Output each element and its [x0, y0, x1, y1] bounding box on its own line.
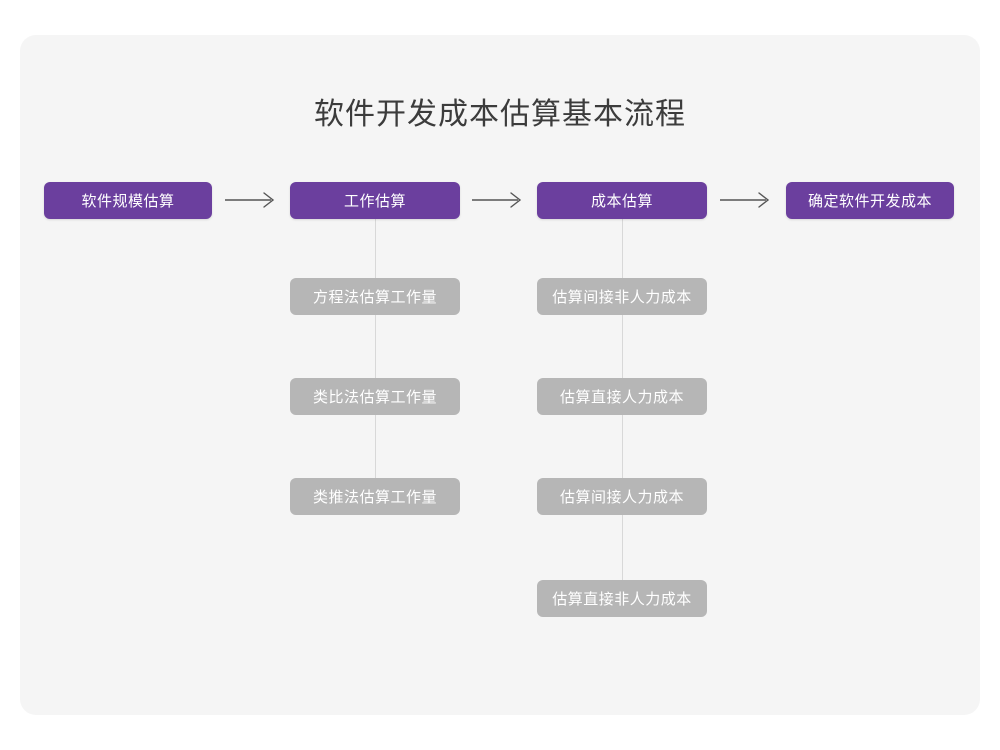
- page-title: 软件开发成本估算基本流程: [314, 98, 686, 131]
- node-software-scale-estimation[interactable]: 软件规模估算: [44, 182, 212, 219]
- node-work-estimation[interactable]: 工作估算: [290, 182, 460, 219]
- node-determine-development-cost[interactable]: 确定软件开发成本: [786, 182, 954, 219]
- node-direct-nonlabor-cost[interactable]: 估算直接非人力成本: [537, 580, 707, 617]
- arrow-right-icon-1: [223, 190, 281, 210]
- node-equation-method-workload[interactable]: 方程法估算工作量: [290, 278, 460, 315]
- node-analogy-method-workload[interactable]: 类比法估算工作量: [290, 378, 460, 415]
- diagram-canvas: [20, 35, 980, 715]
- node-indirect-nonlabor-cost[interactable]: 估算间接非人力成本: [537, 278, 707, 315]
- arrow-right-icon-2: [470, 190, 528, 210]
- node-deduction-method-workload[interactable]: 类推法估算工作量: [290, 478, 460, 515]
- node-direct-labor-cost[interactable]: 估算直接人力成本: [537, 378, 707, 415]
- arrow-right-icon-3: [718, 190, 776, 210]
- connector-line-effort-branch: [375, 219, 376, 497]
- node-indirect-labor-cost[interactable]: 估算间接人力成本: [537, 478, 707, 515]
- node-cost-estimation[interactable]: 成本估算: [537, 182, 707, 219]
